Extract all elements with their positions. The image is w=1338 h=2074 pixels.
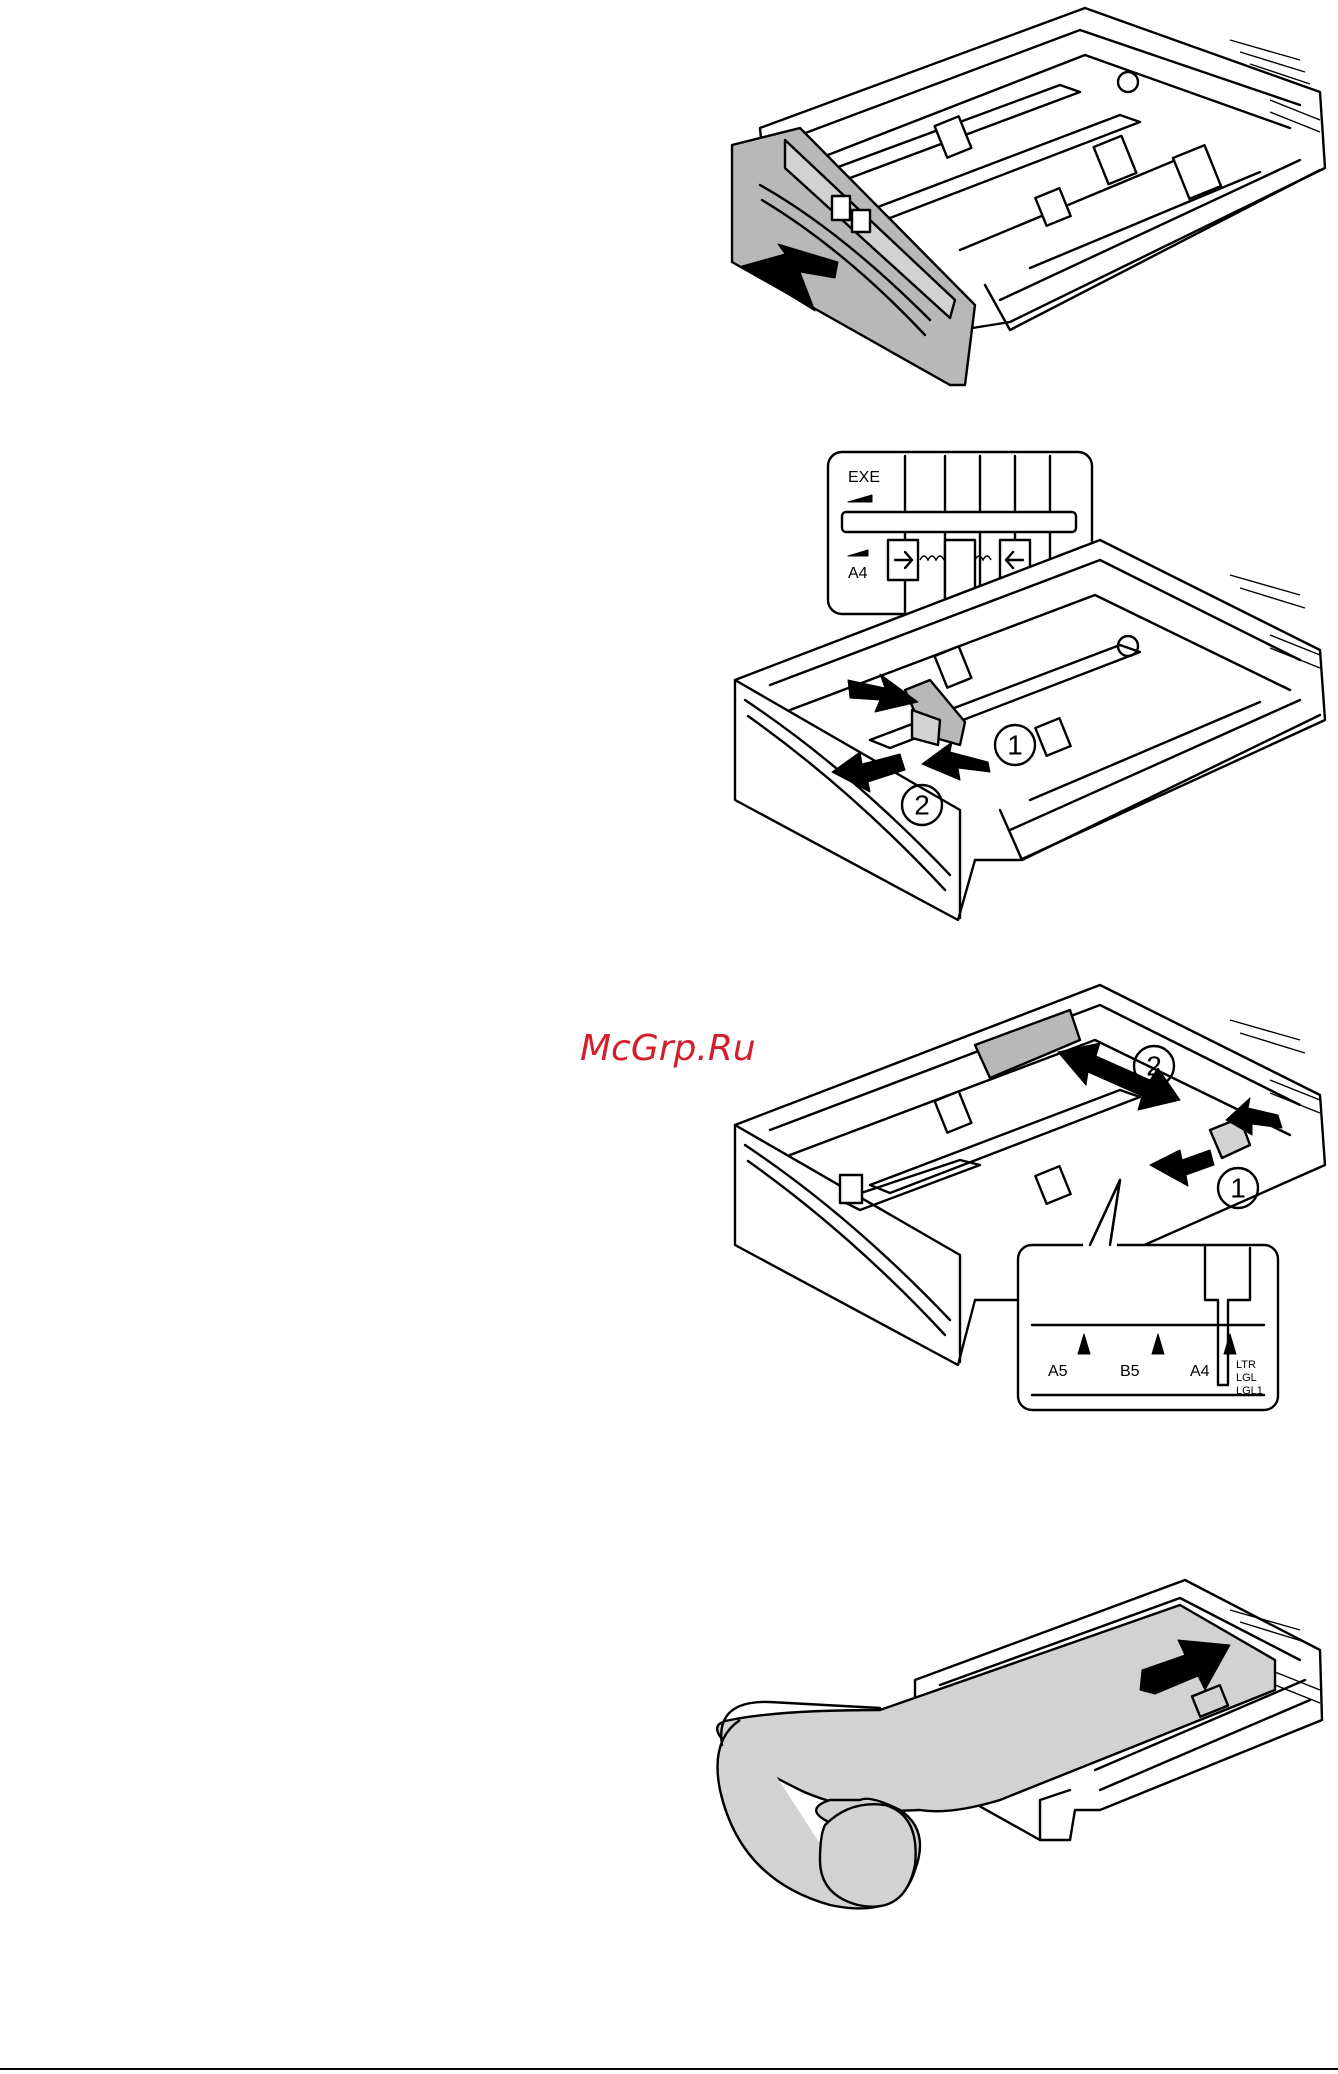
b5-size-label: B5 xyxy=(1120,1363,1140,1380)
callout-number-1: 1 xyxy=(1007,730,1023,761)
lgl1-size-label: LGL1 xyxy=(1236,1385,1263,1397)
callout-number-1: 1 xyxy=(1230,1173,1246,1204)
a4-size-label: A4 xyxy=(848,565,868,582)
ltr-size-label: LTR xyxy=(1236,1359,1256,1371)
lgl-size-label: LGL xyxy=(1236,1372,1257,1384)
a4-size-label: A4 xyxy=(1190,1363,1210,1380)
callout-number-2: 2 xyxy=(914,790,930,821)
callout-number-2: 2 xyxy=(1146,1051,1162,1082)
figure-remove-tray xyxy=(732,8,1325,385)
figure-adjust-end-guide: 2 1 A5 B5 A4 LTR LGL LGL1 xyxy=(735,985,1325,1410)
watermark-text: McGrp.Ru xyxy=(580,1028,756,1069)
exe-size-label: EXE xyxy=(848,469,880,486)
figure-adjust-side-guide: EXE A4 1 2 xyxy=(735,452,1325,920)
a5-size-label: A5 xyxy=(1048,1363,1068,1380)
figure-load-paper xyxy=(717,1580,1322,1908)
footer-rule xyxy=(0,2068,1338,2070)
